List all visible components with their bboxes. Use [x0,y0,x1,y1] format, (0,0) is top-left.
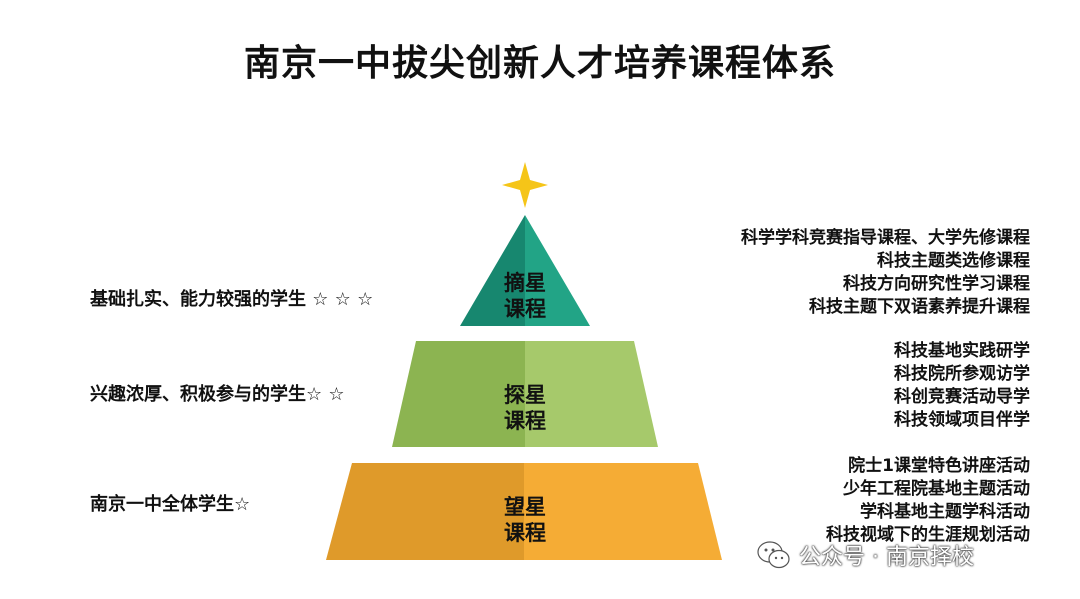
tier-bottom-course-list: 院士1课堂特色讲座活动 少年工程院基地主题活动 学科基地主题学科活动 科技视域下… [826,455,1030,547]
course-item: 少年工程院基地主题活动 [843,479,1030,499]
course-item: 科技基地实践研学 [894,341,1030,361]
course-item: 科技方向研究性学习课程 [843,274,1030,294]
course-item: 科学学科竞赛指导课程、大学先修课程 [741,228,1030,248]
tier-top-shape [460,215,590,326]
tier-bottom-audience: 南京一中全体学生☆ [90,494,251,515]
tier-bottom-label-line2: 课程 [504,521,546,545]
course-item: 院士1课堂特色讲座活动 [848,456,1030,476]
tier-top-label-line2: 课程 [504,297,546,321]
tier-bottom-shape [326,463,722,560]
course-item: 科技领域项目伴学 [894,410,1030,430]
tier-middle-label-line2: 课程 [504,409,546,433]
course-item: 学科基地主题学科活动 [860,502,1030,522]
tier-middle-shape [392,341,658,447]
tier-top-audience: 基础扎实、能力较强的学生 ☆ ☆ ☆ [90,289,374,310]
course-item: 科技主题下双语素养提升课程 [809,297,1030,317]
star-icon [502,162,548,208]
tier-bottom-label: 望星 课程 [485,494,565,546]
tier-bottom-label-line1: 望星 [504,495,546,519]
tier-middle-course-list: 科技基地实践研学 科技院所参观访学 科创竞赛活动导学 科技领域项目伴学 [894,340,1030,432]
course-item: 科技院所参观访学 [894,364,1030,384]
watermark-text: 公众号 · 南京择校 [799,545,974,570]
course-item: 科技主题类选修课程 [877,251,1030,271]
course-item: 科技视域下的生涯规划活动 [826,525,1030,545]
page-title: 南京一中拔尖创新人才培养课程体系 [243,43,836,84]
tier-middle-label-line1: 探星 [504,383,546,407]
tier-middle-audience: 兴趣浓厚、积极参与的学生☆ ☆ [90,384,345,405]
watermark: 公众号 · 南京择校 [757,540,974,570]
tier-top-label: 摘星 课程 [485,270,565,322]
tier-top-course-list: 科学学科竞赛指导课程、大学先修课程 科技主题类选修课程 科技方向研究性学习课程 … [741,227,1030,319]
wechat-icon [757,541,790,569]
tier-middle-label: 探星 课程 [485,382,565,434]
tier-top-label-line1: 摘星 [504,271,546,295]
course-item: 科创竞赛活动导学 [894,387,1030,407]
